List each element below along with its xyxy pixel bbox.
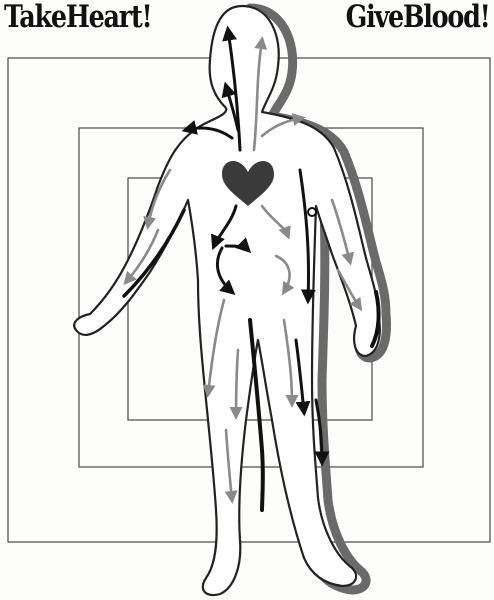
needle-point-icon — [308, 208, 316, 216]
